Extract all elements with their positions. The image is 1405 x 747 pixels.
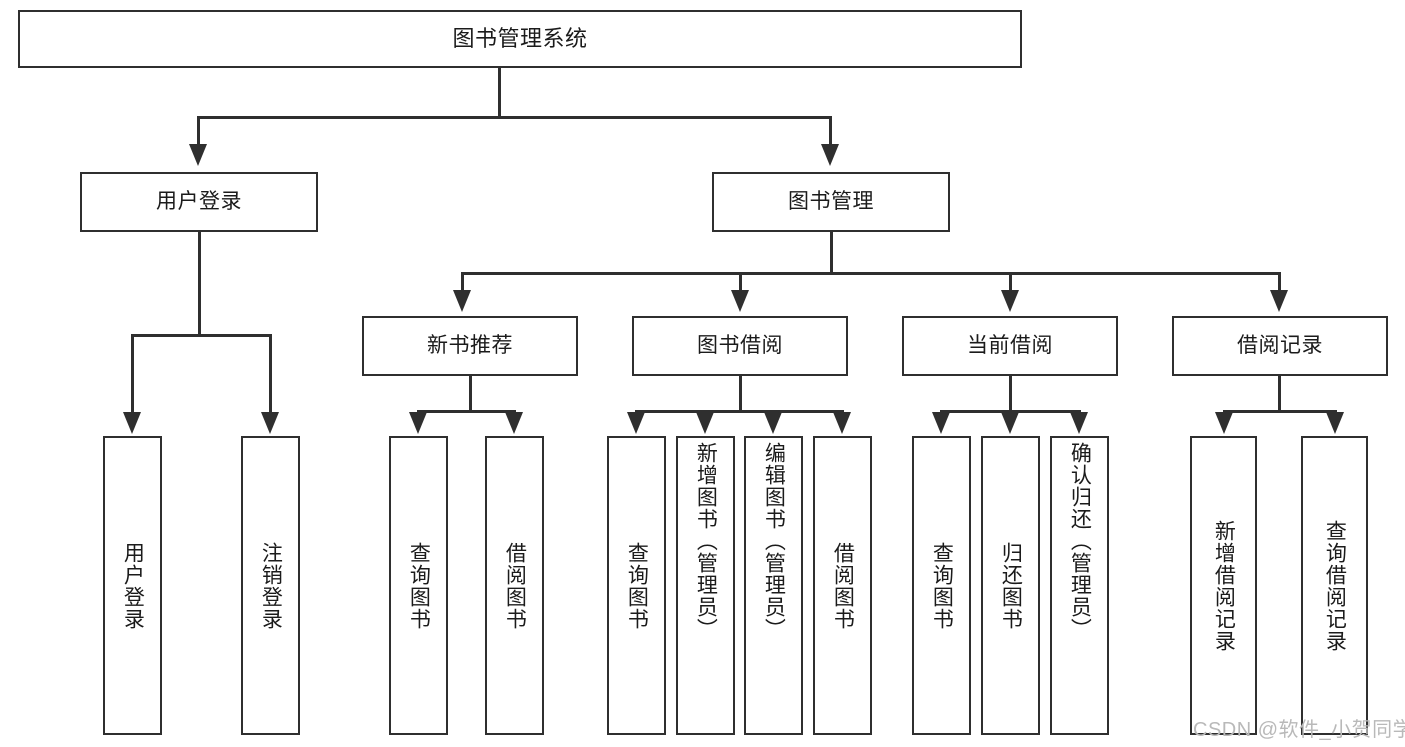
edge-book-mgmt-to-book-borrow bbox=[739, 272, 742, 292]
node-new-book-recommend[interactable]: 新书推荐 bbox=[362, 316, 578, 376]
arrowhead-current-borrow-to-leaf-3 bbox=[1070, 412, 1088, 434]
leaf-current-borrow-query-book[interactable]: 查询图书 bbox=[912, 436, 971, 735]
node-label: 借阅图书 bbox=[831, 541, 855, 630]
arrowhead-user-login-to-leaf-2 bbox=[261, 412, 279, 434]
node-label: 编辑图书（管理员） bbox=[762, 442, 786, 640]
edge-borrow-record-bus bbox=[1224, 410, 1336, 413]
edge-borrow-record-stem bbox=[1278, 376, 1281, 412]
arrowhead-book-mgmt-to-new-book bbox=[453, 290, 471, 312]
leaf-current-borrow-confirm-return-admin[interactable]: 确认归还（管理员） bbox=[1050, 436, 1109, 735]
node-label: 用户登录 bbox=[121, 541, 145, 630]
node-label: 当前借阅 bbox=[967, 333, 1053, 357]
node-book-borrow[interactable]: 图书借阅 bbox=[632, 316, 848, 376]
node-label: 新增借阅记录 bbox=[1212, 519, 1236, 652]
arrowhead-book-mgmt-to-book-borrow bbox=[731, 290, 749, 312]
edge-user-login-stem bbox=[198, 232, 201, 336]
arrowhead-book-borrow-to-leaf-3 bbox=[764, 412, 782, 434]
arrowhead-current-borrow-to-leaf-2 bbox=[1001, 412, 1019, 434]
node-user-login[interactable]: 用户登录 bbox=[80, 172, 318, 232]
edge-root-to-user-login bbox=[197, 116, 200, 148]
node-label: 注销登录 bbox=[259, 541, 283, 630]
edge-book-borrow-bus bbox=[636, 410, 843, 413]
arrowhead-current-borrow-to-leaf-1 bbox=[932, 412, 950, 434]
leaf-current-borrow-return-book[interactable]: 归还图书 bbox=[981, 436, 1040, 735]
leaf-user-login-logout[interactable]: 注销登录 bbox=[241, 436, 300, 735]
node-label: 查询图书 bbox=[930, 541, 954, 630]
arrowhead-book-borrow-to-leaf-1 bbox=[627, 412, 645, 434]
leaf-book-borrow-edit-book-admin[interactable]: 编辑图书（管理员） bbox=[744, 436, 803, 735]
leaf-new-book-borrow-book[interactable]: 借阅图书 bbox=[485, 436, 544, 735]
edge-book-mgmt-bus bbox=[462, 272, 1280, 275]
node-label: 借阅记录 bbox=[1237, 333, 1323, 357]
arrowhead-root-to-book-mgmt bbox=[821, 144, 839, 166]
edge-user-login-bus bbox=[132, 334, 271, 337]
arrowhead-book-mgmt-to-current-borrow bbox=[1001, 290, 1019, 312]
node-borrow-record[interactable]: 借阅记录 bbox=[1172, 316, 1388, 376]
node-label: 图书管理 bbox=[788, 189, 874, 213]
leaf-new-book-query-book[interactable]: 查询图书 bbox=[389, 436, 448, 735]
arrowhead-borrow-record-to-leaf-2 bbox=[1326, 412, 1344, 434]
edge-book-mgmt-to-borrow-record bbox=[1278, 272, 1281, 292]
node-label: 确认归还（管理员） bbox=[1068, 442, 1092, 640]
edge-root-to-book-mgmt bbox=[829, 116, 832, 148]
arrowhead-borrow-record-to-leaf-1 bbox=[1215, 412, 1233, 434]
edge-user-login-to-leaf-1 bbox=[131, 334, 134, 414]
edge-root-bus bbox=[198, 116, 832, 119]
arrowhead-root-to-user-login bbox=[189, 144, 207, 166]
node-label: 查询图书 bbox=[407, 541, 431, 630]
node-book-management[interactable]: 图书管理 bbox=[712, 172, 950, 232]
node-label: 图书借阅 bbox=[697, 333, 783, 357]
arrowhead-book-borrow-to-leaf-4 bbox=[833, 412, 851, 434]
arrowhead-book-borrow-to-leaf-2 bbox=[696, 412, 714, 434]
edge-book-mgmt-to-new-book bbox=[461, 272, 464, 292]
edge-book-borrow-stem bbox=[739, 376, 742, 412]
edge-root-stem bbox=[498, 68, 501, 118]
edge-new-book-bus bbox=[418, 410, 515, 413]
node-root-system[interactable]: 图书管理系统 bbox=[18, 10, 1022, 68]
leaf-borrow-record-query-record[interactable]: 查询借阅记录 bbox=[1301, 436, 1368, 735]
node-label: 借阅图书 bbox=[503, 541, 527, 630]
node-label: 查询图书 bbox=[625, 541, 649, 630]
leaf-book-borrow-add-book-admin[interactable]: 新增图书（管理员） bbox=[676, 436, 735, 735]
edge-book-mgmt-to-current-borrow bbox=[1009, 272, 1012, 292]
edge-book-mgmt-stem bbox=[830, 232, 833, 274]
edge-user-login-to-leaf-2 bbox=[269, 334, 272, 414]
node-current-borrow[interactable]: 当前借阅 bbox=[902, 316, 1118, 376]
arrowhead-user-login-to-leaf-1 bbox=[123, 412, 141, 434]
arrowhead-book-mgmt-to-borrow-record bbox=[1270, 290, 1288, 312]
node-label: 查询借阅记录 bbox=[1323, 519, 1347, 652]
node-label: 新增图书（管理员） bbox=[694, 442, 718, 640]
csdn-watermark: CSDN @软件_小贺同学 bbox=[1193, 719, 1405, 741]
node-label: 图书管理系统 bbox=[452, 26, 588, 52]
node-label: 归还图书 bbox=[999, 541, 1023, 630]
edge-current-borrow-stem bbox=[1009, 376, 1012, 412]
arrowhead-new-book-to-leaf-2 bbox=[505, 412, 523, 434]
leaf-book-borrow-query-book[interactable]: 查询图书 bbox=[607, 436, 666, 735]
node-label: 新书推荐 bbox=[427, 333, 513, 357]
node-label: 用户登录 bbox=[156, 189, 242, 213]
leaf-borrow-record-add-record[interactable]: 新增借阅记录 bbox=[1190, 436, 1257, 735]
leaf-user-login-login[interactable]: 用户登录 bbox=[103, 436, 162, 735]
arrowhead-new-book-to-leaf-1 bbox=[409, 412, 427, 434]
edge-new-book-stem bbox=[469, 376, 472, 412]
leaf-book-borrow-borrow-book[interactable]: 借阅图书 bbox=[813, 436, 872, 735]
